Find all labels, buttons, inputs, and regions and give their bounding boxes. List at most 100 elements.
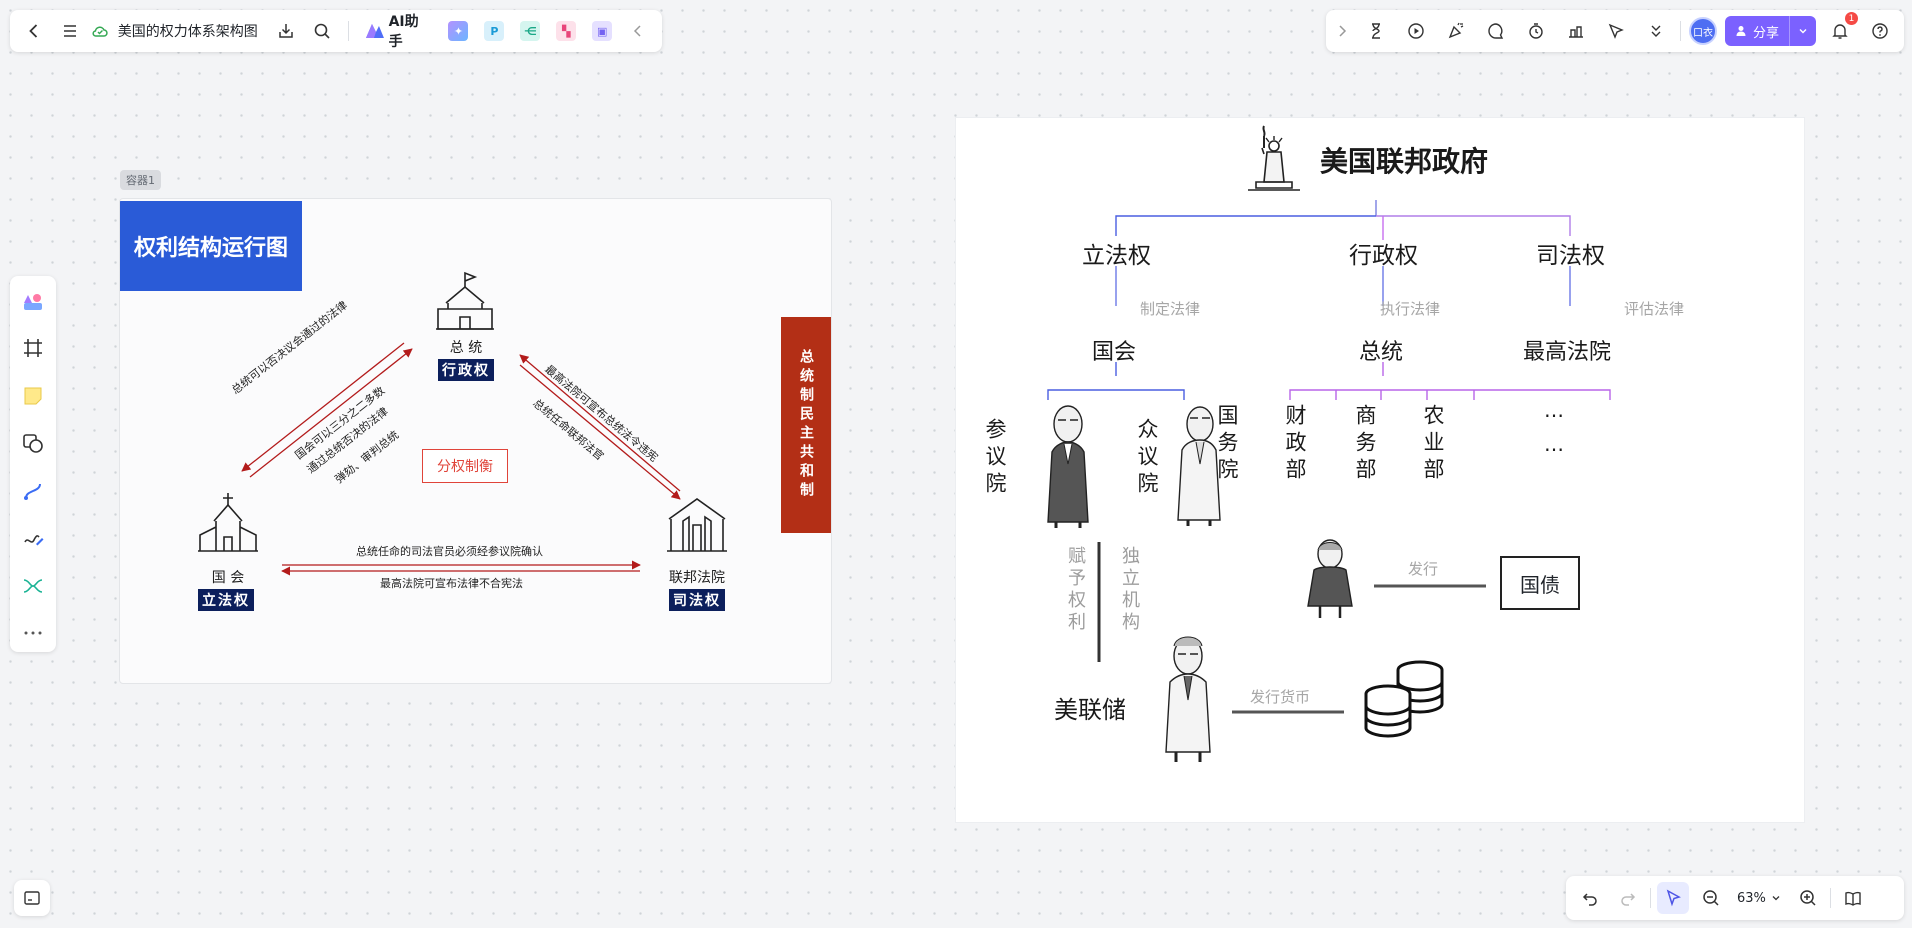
app-chat-button[interactable]: ▣ xyxy=(586,15,618,47)
share-button[interactable]: 分享 xyxy=(1725,16,1791,46)
federal-reserve-node[interactable]: 美联储 xyxy=(1054,696,1126,724)
dept-more-node-1[interactable]: … xyxy=(1544,398,1564,422)
congress-label[interactable]: 国 会 xyxy=(211,570,245,586)
book-icon xyxy=(1845,891,1861,906)
treasury-secretary-portrait xyxy=(1307,539,1353,618)
legislative-desc[interactable]: 制定法律 xyxy=(1140,300,1201,318)
expand-button[interactable] xyxy=(1332,15,1352,47)
search-button[interactable] xyxy=(306,15,338,47)
house-node[interactable]: 众议院 xyxy=(1135,418,1159,499)
undo-button[interactable] xyxy=(1574,882,1606,914)
grant-power-label[interactable]: 赋予权利 xyxy=(1065,546,1086,634)
label-court-strike-law[interactable]: 最高法院可宣布法律不合宪法 xyxy=(380,577,523,590)
federal-government-board[interactable]: 美国联邦政府 立法权 行政权 司法权 制定法律 执行法律 评估法律 国会 总统 … xyxy=(955,117,1805,823)
search-icon xyxy=(314,23,330,39)
arrow-congress-to-president[interactable] xyxy=(249,348,413,478)
executive-desc[interactable]: 执行法律 xyxy=(1380,300,1441,318)
ai-assistant-label: AI助手 xyxy=(388,14,419,50)
back-button[interactable] xyxy=(18,15,50,47)
more-tools-button[interactable] xyxy=(15,615,51,653)
judicial-desc[interactable]: 评估法律 xyxy=(1624,300,1685,318)
judicial-power-badge[interactable]: 司法权 xyxy=(669,589,725,611)
app-p-button[interactable]: P xyxy=(478,15,510,47)
notifications-button[interactable]: 1 xyxy=(1824,12,1859,47)
tool-vote-button[interactable] xyxy=(1560,15,1592,47)
reading-mode-button[interactable] xyxy=(1837,882,1869,914)
issue-label[interactable]: 发行 xyxy=(1408,560,1439,578)
president-node[interactable]: 总统 xyxy=(1359,340,1404,365)
executive-branch[interactable]: 行政权 xyxy=(1349,243,1418,269)
download-button[interactable] xyxy=(270,15,302,47)
share-dropdown-button[interactable] xyxy=(1790,16,1816,46)
collapse-button[interactable] xyxy=(622,15,654,47)
dept-more-node-2[interactable]: … xyxy=(1544,432,1564,456)
sticky-note-tool-button[interactable] xyxy=(15,377,51,415)
tool-comment-button[interactable] xyxy=(1480,15,1512,47)
issue-currency-label[interactable]: 发行货币 xyxy=(1250,688,1311,706)
more-tools-button[interactable] xyxy=(1640,15,1672,47)
avatar[interactable]: 口衣 xyxy=(1689,17,1717,45)
hourglass-icon xyxy=(1372,23,1380,39)
checks-balances-box[interactable]: 分权制衡 xyxy=(422,449,508,483)
container-tag[interactable]: 容器1 xyxy=(120,170,161,190)
tool-timer-button[interactable] xyxy=(1360,15,1392,47)
dept-commerce-node[interactable]: 商务部 xyxy=(1353,404,1377,485)
container-power-diagram[interactable]: 权利结构运行图 总 统 行政权 国 会 立法权 联邦法院 司法权 总统可以否决议 xyxy=(119,198,832,684)
legislative-branch[interactable]: 立法权 xyxy=(1082,243,1151,269)
arrow-president-to-court[interactable] xyxy=(519,364,681,500)
app-flow-button[interactable]: ▚ xyxy=(550,15,582,47)
app-mindmap-button[interactable]: ⋲ xyxy=(514,15,546,47)
representative-portrait xyxy=(1177,406,1221,526)
congress-node[interactable]: 国会 xyxy=(1092,340,1137,365)
dept-state-node[interactable]: 国务院 xyxy=(1215,404,1239,485)
supreme-court-node[interactable]: 最高法院 xyxy=(1523,340,1612,365)
redo-button[interactable] xyxy=(1612,882,1644,914)
left-toolbar xyxy=(10,276,56,652)
help-button[interactable] xyxy=(1864,15,1896,47)
tool-celebrate-button[interactable] xyxy=(1440,15,1472,47)
gov-title[interactable]: 美国联邦政府 xyxy=(1320,145,1489,178)
minimap-button[interactable] xyxy=(14,880,50,916)
treasury-bond-box[interactable]: 国债 xyxy=(1500,556,1580,610)
shape-tool-button[interactable] xyxy=(15,425,51,463)
zoom-out-button[interactable] xyxy=(1695,882,1727,914)
top-left-toolbar: 美国的权力体系架构图 AI助手 ✦ P ⋲ ▚ ▣ xyxy=(10,10,662,52)
comment-icon xyxy=(1488,23,1504,39)
chevron-down-icon xyxy=(1772,896,1780,901)
zoom-dropdown[interactable]: 63% xyxy=(1733,891,1786,906)
connector-tool-button[interactable] xyxy=(15,472,51,510)
dept-agriculture-node[interactable]: 农业部 xyxy=(1421,404,1445,485)
senate-node[interactable]: 参议院 xyxy=(983,418,1007,499)
pen-tool-button[interactable] xyxy=(15,520,51,558)
label-senate-confirmation[interactable]: 总统任命的司法官员必须经参议院确认 xyxy=(356,545,543,558)
arrow-court-to-president[interactable] xyxy=(519,354,681,492)
arrow-president-to-congress[interactable] xyxy=(241,342,405,472)
dept-treasury-node[interactable]: 财政部 xyxy=(1283,404,1307,485)
party-icon xyxy=(1448,22,1464,39)
executive-power-badge[interactable]: 行政权 xyxy=(438,359,494,381)
chevron-down-icon xyxy=(1799,29,1807,34)
legislative-power-badge[interactable]: 立法权 xyxy=(198,589,254,611)
app-image-button[interactable]: ✦ xyxy=(443,15,475,47)
diagram-title[interactable]: 权利结构运行图 xyxy=(120,201,302,291)
frame-tool-button[interactable] xyxy=(15,330,51,368)
mindmap-tool-button[interactable] xyxy=(15,567,51,605)
chevron-left-icon xyxy=(29,24,38,38)
select-tool-button[interactable] xyxy=(1657,882,1689,914)
ai-assistant-button[interactable]: AI助手 xyxy=(359,14,439,50)
templates-tool-button[interactable] xyxy=(15,282,51,320)
document-title[interactable]: 美国的权力体系架构图 xyxy=(117,24,258,40)
redo-icon xyxy=(1621,893,1636,906)
tool-history-button[interactable] xyxy=(1520,15,1552,47)
zoom-in-button[interactable] xyxy=(1792,882,1824,914)
president-label[interactable]: 总 统 xyxy=(449,340,483,356)
tool-laser-button[interactable] xyxy=(1600,15,1632,47)
menu-button[interactable] xyxy=(54,15,86,47)
toolbar-divider xyxy=(1829,888,1831,908)
court-label[interactable]: 联邦法院 xyxy=(669,570,725,586)
podium-icon xyxy=(1569,26,1583,38)
republic-banner[interactable]: 总统制民主共和制 xyxy=(781,317,831,533)
independent-agency-label[interactable]: 独立机构 xyxy=(1119,546,1140,634)
tool-present-button[interactable] xyxy=(1400,15,1432,47)
judicial-branch[interactable]: 司法权 xyxy=(1536,243,1605,269)
